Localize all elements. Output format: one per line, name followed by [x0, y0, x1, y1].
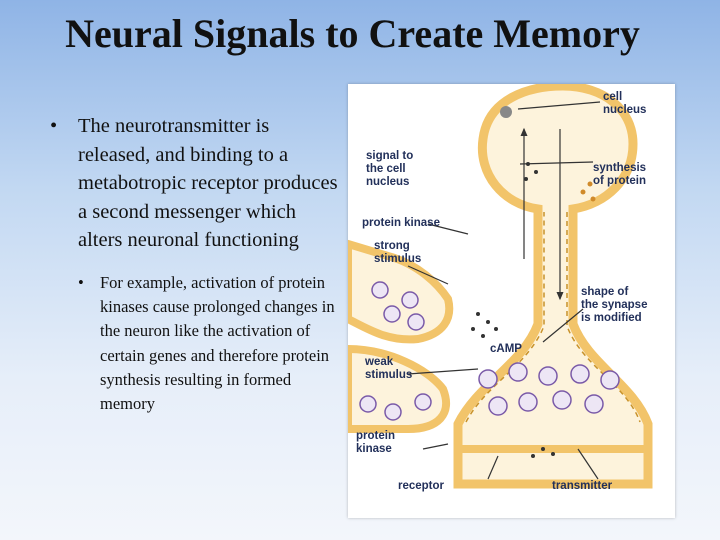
synapse-svg: cell nucleus signal to the cell nucleus … [348, 84, 653, 492]
label-nucleus: nucleus [603, 104, 646, 116]
bullet-sub-text: For example, activation of protein kinas… [100, 272, 335, 413]
synapse-diagram: cell nucleus signal to the cell nucleus … [348, 84, 675, 518]
bullet-main-text: The neurotransmitter is released, and bi… [78, 115, 338, 252]
label-protein-kinase-bottom-2: kinase [356, 443, 392, 455]
label-transmitter: transmitter [552, 480, 613, 492]
bullet-main: • The neurotransmitter is released, and … [44, 112, 344, 255]
label-signal-1: signal to [366, 150, 413, 162]
vesicles-weak [359, 393, 432, 421]
label-shape-3: is modified [581, 312, 642, 324]
label-signal-3: nucleus [366, 176, 409, 188]
label-strong-1: strong [374, 240, 410, 252]
protein-dots [580, 181, 596, 202]
vesicles-strong [371, 281, 425, 331]
slide-title: Neural Signals to Create Memory [65, 11, 640, 56]
vesicles-postsynaptic [478, 362, 620, 416]
arrows [407, 101, 601, 480]
label-camp: cAMP [490, 343, 522, 355]
neuron-membrane [453, 84, 653, 489]
signal-dots [471, 162, 555, 458]
bullet-list: • The neurotransmitter is released, and … [44, 112, 344, 416]
label-receptor: receptor [398, 480, 445, 492]
label-weak-1: weak [364, 356, 394, 368]
bullet-dot: • [50, 115, 58, 137]
label-strong-2: stimulus [374, 253, 421, 265]
label-protein-kinase-top: protein kinase [362, 217, 440, 229]
label-shape-1: shape of [581, 286, 628, 298]
label-weak-2: stimulus [365, 369, 412, 381]
label-signal-2: the cell [366, 163, 406, 175]
bullet-sub: • For example, activation of protein kin… [44, 271, 344, 416]
label-synthesis-2: of protein [593, 175, 646, 187]
label-synthesis-1: synthesis [593, 162, 646, 174]
bullet-sub-dot: • [78, 272, 84, 292]
label-protein-kinase-bottom-1: protein [356, 430, 395, 442]
label-shape-2: the synapse [581, 299, 647, 311]
label-cell: cell [603, 91, 622, 103]
nucleus-icon [500, 106, 512, 118]
